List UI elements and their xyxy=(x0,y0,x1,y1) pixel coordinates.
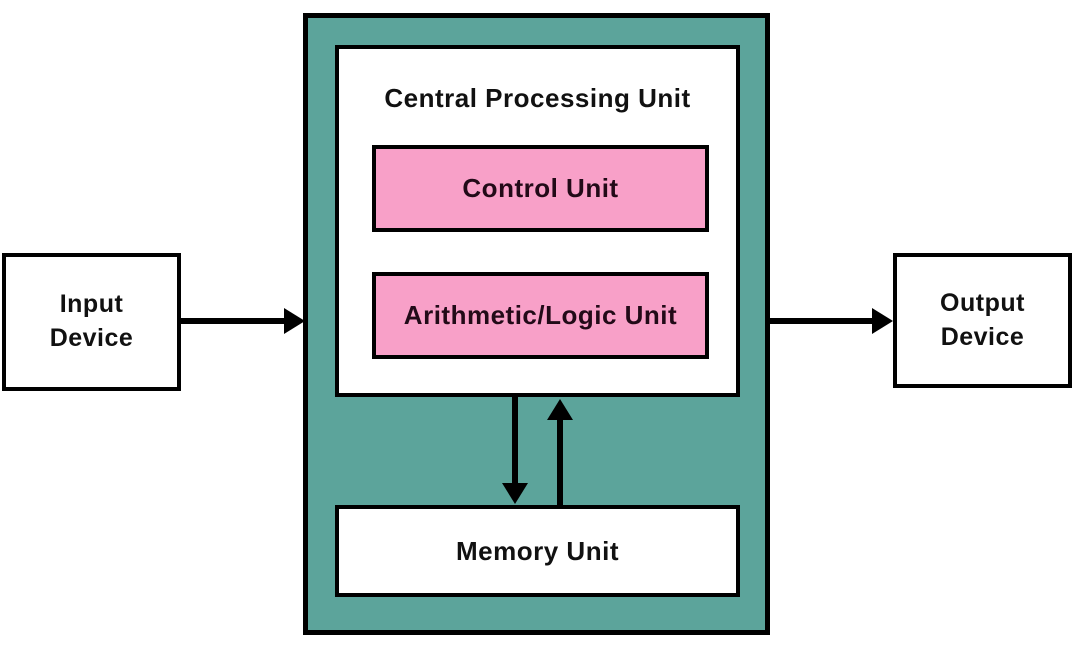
cpu-to-output-arrow-line xyxy=(770,318,874,324)
memory-to-cpu-arrowhead-icon xyxy=(547,399,573,420)
input-device-label-line1: Input xyxy=(59,290,124,319)
memory-to-cpu-arrow-line xyxy=(557,419,563,506)
cpu-to-memory-arrow-line xyxy=(512,396,518,484)
input-device-label-line2: Device xyxy=(49,324,134,352)
cpu-title: Central Processing Unit xyxy=(384,83,691,113)
central-processing-unit-box: Central Processing Unit Control Unit Ari… xyxy=(335,45,740,397)
output-device-label-line1: Output xyxy=(940,288,1025,317)
cpu-to-memory-arrowhead-icon xyxy=(502,483,528,504)
input-to-cpu-arrowhead-icon xyxy=(284,308,305,334)
arithmetic-logic-unit-box: Arithmetic/Logic Unit xyxy=(372,272,709,359)
input-device-box: Input Device xyxy=(2,253,181,391)
output-device-box: Output Device xyxy=(893,253,1072,388)
input-to-cpu-arrow-line xyxy=(181,318,285,324)
output-device-label-line2: Device xyxy=(940,322,1025,351)
control-unit-box: Control Unit xyxy=(372,145,709,232)
memory-unit-box: Memory Unit xyxy=(335,505,740,597)
cpu-to-output-arrowhead-icon xyxy=(872,308,893,334)
